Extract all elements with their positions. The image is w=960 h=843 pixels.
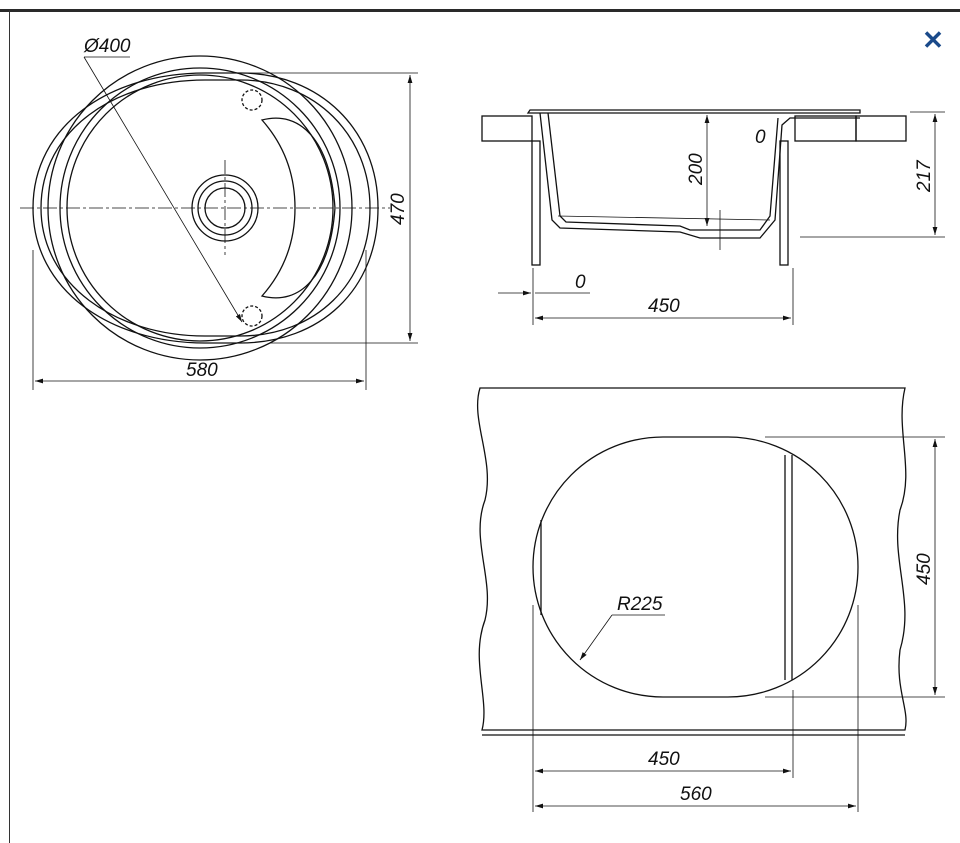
cutout-width-450-label: 450 (648, 749, 680, 770)
offset-label: 0 (575, 272, 586, 293)
close-icon: ✕ (922, 25, 944, 55)
radius-label: R225 (617, 594, 663, 615)
top-view: Ø400 580 470 (20, 36, 418, 390)
cutout-height-label: 450 (914, 553, 935, 585)
section-width-label: 450 (648, 296, 680, 317)
close-button[interactable]: ✕ (920, 26, 946, 54)
cutout-view: R225 450 450 560 (476, 387, 945, 812)
section-view: 0 200 217 0 450 (481, 109, 945, 325)
depth-470-label: 470 (388, 193, 409, 225)
dialog-left-border (9, 10, 10, 843)
width-580-label: 580 (186, 360, 218, 381)
cutout-width-560-label: 560 (680, 784, 712, 805)
overflow-mark: 0 (755, 127, 766, 148)
dialog-top-border (0, 9, 960, 12)
total-depth-label: 217 (914, 159, 935, 193)
diameter-label: Ø400 (83, 36, 131, 57)
bowl-depth-label: 200 (686, 153, 707, 186)
